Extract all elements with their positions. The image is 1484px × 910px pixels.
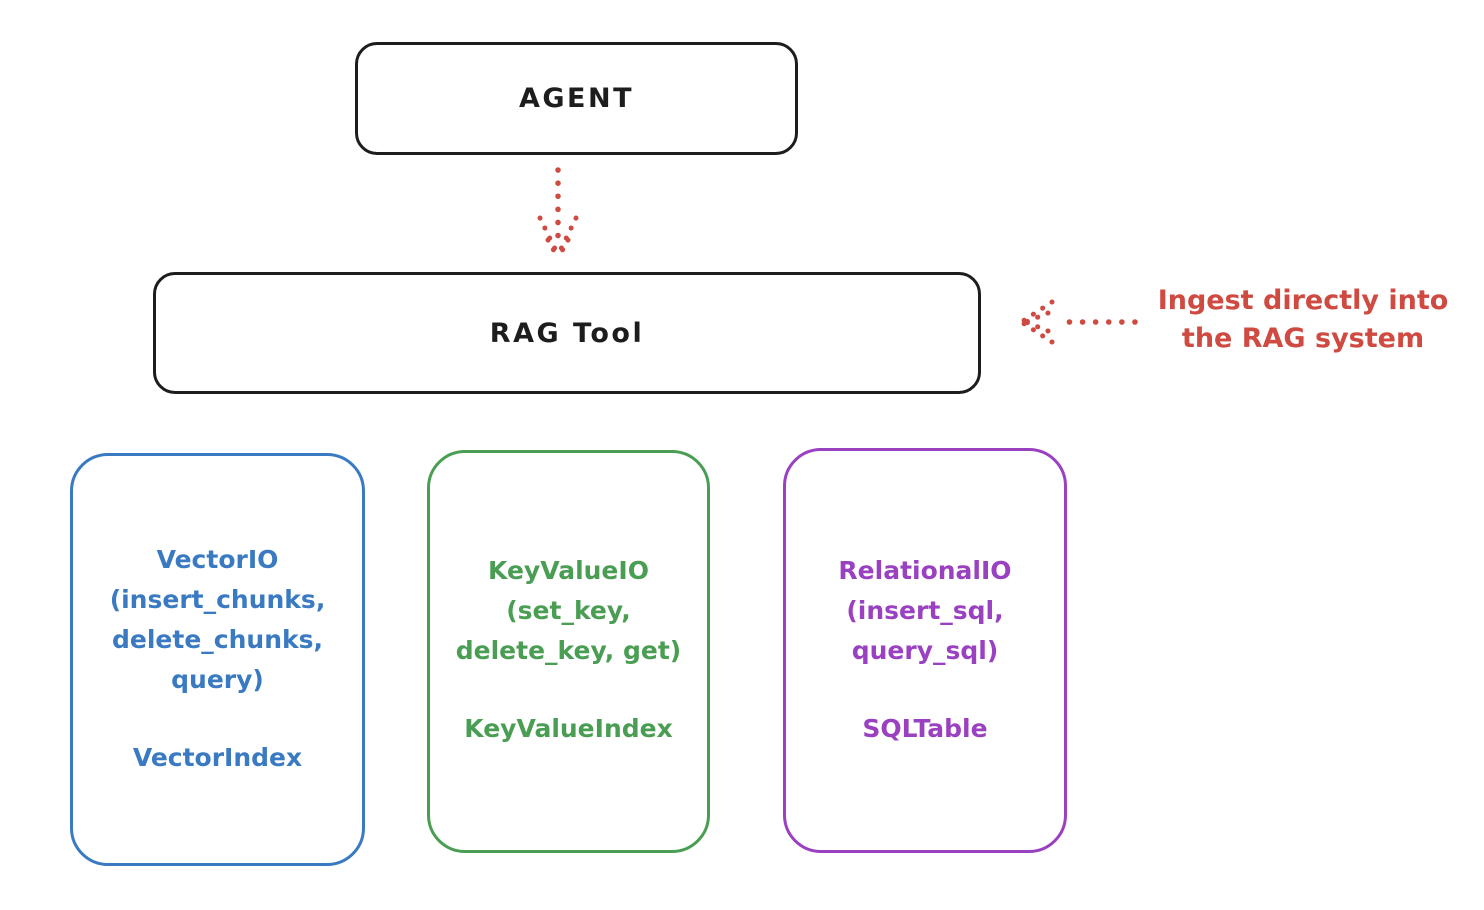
arrowhead-top [1020,299,1055,324]
ingest-annotation: Ingest directly into the RAG system [1157,285,1449,354]
rag-tool-node: RAG Tool [153,272,981,394]
vector-index-label: VectorIndex [132,743,303,772]
sql-table-label: SQLTable [862,714,988,743]
agent-to-rag-arrow [537,167,579,261]
key-value-index-label: KeyValueIndex [464,714,673,743]
rag-tool-label: RAG Tool [489,317,645,349]
annotation-to-rag-arrow [1020,299,1138,345]
arrowhead-inner-right [555,237,571,261]
relational-io-methods: RelationalIO (insert_sql, query_sql) [838,556,1012,665]
agent-node: AGENT [355,42,798,155]
vector-io-node: VectorIO (insert_chunks, delete_chunks, … [70,453,365,866]
arrowhead-bottom [1020,320,1055,345]
agent-label: AGENT [518,83,634,114]
arrowhead-inner-left [545,237,561,261]
arrowhead-inner-top [1023,310,1051,325]
relational-io-node: RelationalIO (insert_sql, query_sql) SQL… [783,448,1067,853]
arrowhead-inner-bottom [1023,319,1051,334]
key-value-io-methods: KeyValueIO (set_key, delete_key, get) [455,556,682,665]
arrowhead-right [556,215,579,256]
arrowhead-left [537,215,560,256]
vector-io-methods: VectorIO (insert_chunks, delete_chunks, … [109,545,326,694]
key-value-io-node: KeyValueIO (set_key, delete_key, get) Ke… [427,450,710,853]
